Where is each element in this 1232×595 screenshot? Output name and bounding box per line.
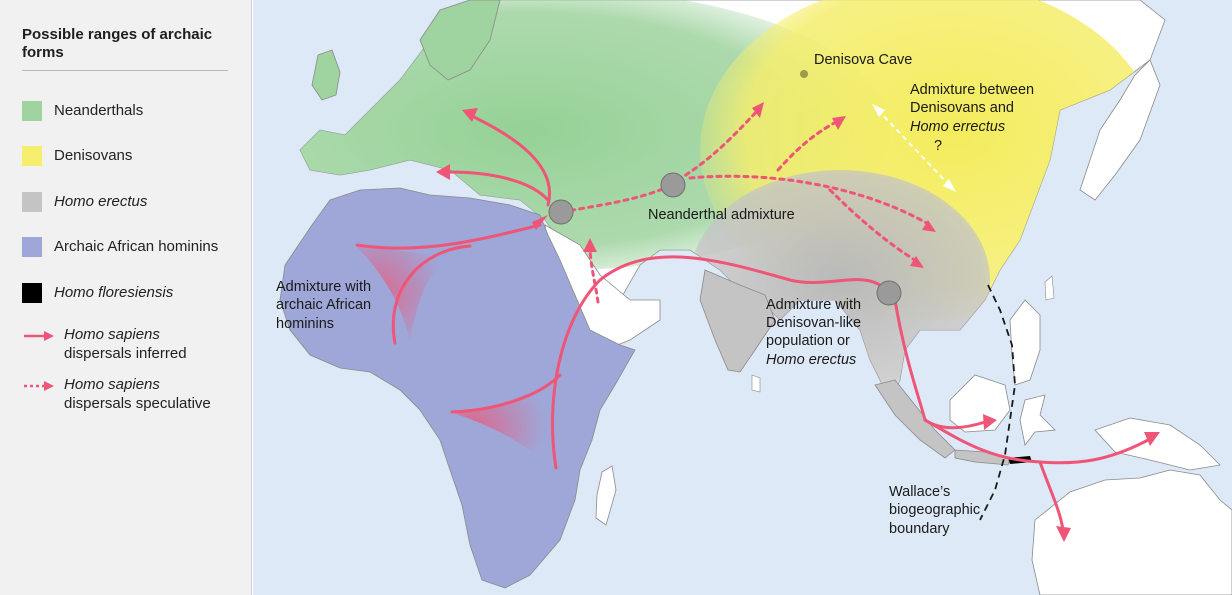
legend-label: Neanderthals bbox=[54, 102, 144, 119]
dispersal-arrow-speculative bbox=[688, 174, 932, 227]
question-mark-label: ? bbox=[934, 138, 942, 154]
borneo bbox=[949, 374, 1011, 433]
india-homo-erectus-range bbox=[699, 269, 776, 373]
denisovans-swatch bbox=[22, 146, 42, 166]
legend-panel: Possible ranges of archaic forms Neander… bbox=[0, 0, 252, 595]
legend-label: Homo sapiens bbox=[64, 326, 160, 343]
taiwan bbox=[1044, 275, 1055, 301]
denisovan-like-admixture-label: Denisovan-like bbox=[766, 315, 861, 331]
denisovan-like-admixture-label: Admixture with bbox=[766, 297, 861, 313]
arrowhead-icon bbox=[532, 215, 548, 230]
arrowhead-icon bbox=[583, 238, 597, 252]
legend-item-dispersals-inferred: Homo sapiens dispersals inferred bbox=[22, 326, 247, 366]
legend-label: dispersals inferred bbox=[64, 345, 187, 362]
dispersal-arrow-inferred bbox=[551, 255, 892, 470]
dispersal-arrow-inferred bbox=[391, 244, 472, 345]
sri-lanka bbox=[751, 374, 761, 393]
africa-archaic-african-range bbox=[279, 187, 636, 589]
homo-floresiensis-swatch bbox=[22, 283, 42, 303]
denisovan-like-admixture-label: population or bbox=[766, 333, 850, 349]
japan bbox=[1079, 59, 1161, 201]
arrowhead-icon bbox=[436, 164, 450, 180]
dispersal-arrow-speculative bbox=[676, 108, 760, 182]
archaic-african-swatch bbox=[22, 237, 42, 257]
denisovan-like-admixture-label: Homo erectus bbox=[766, 352, 856, 368]
legend-title: Possible ranges of archaic forms bbox=[22, 26, 213, 61]
dispersal-arrow-speculative bbox=[776, 118, 842, 172]
arrowhead-icon bbox=[943, 179, 956, 192]
dispersal-arrow-speculative bbox=[828, 188, 920, 264]
legend-label: Homo floresiensis bbox=[54, 284, 174, 301]
admixture-denisovan-erectus-label: Denisovans and bbox=[910, 100, 1014, 116]
arrowhead-icon bbox=[1144, 432, 1160, 446]
legend-item-archaic-african: Archaic African hominins bbox=[22, 235, 247, 259]
wallace-boundary-label: boundary bbox=[889, 521, 950, 537]
legend-label: Homo sapiens bbox=[64, 376, 160, 393]
arrowhead-icon bbox=[910, 256, 924, 268]
archaic-african-admixture-label: archaic African bbox=[276, 297, 371, 313]
admixture-marker-icon bbox=[548, 199, 574, 225]
denisova-cave-label: Denisova Cave bbox=[814, 52, 912, 68]
homo-erectus-swatch bbox=[22, 192, 42, 212]
legend-item-neanderthals: Neanderthals bbox=[22, 99, 247, 123]
legend-item-homo-floresiensis: Homo floresiensis bbox=[22, 281, 247, 305]
legend-item-homo-erectus: Homo erectus bbox=[22, 190, 247, 214]
arrowhead-icon bbox=[832, 116, 846, 130]
archaic-african-admixture-label: Admixture with bbox=[276, 279, 371, 295]
arrowhead-icon bbox=[872, 104, 885, 117]
dispersal-arrow-inferred bbox=[1038, 460, 1065, 532]
philippines bbox=[1009, 299, 1041, 386]
dispersal-arrow-inferred bbox=[446, 170, 550, 202]
britain bbox=[311, 49, 341, 101]
legend-item-denisovans: Denisovans bbox=[22, 144, 247, 168]
dispersal-arrow-inferred bbox=[355, 223, 542, 250]
scandinavia bbox=[419, 0, 501, 81]
madagascar bbox=[595, 465, 617, 526]
dispersal-arrow-inferred bbox=[468, 113, 552, 207]
legend-label: Denisovans bbox=[54, 147, 133, 164]
admixture-marker-icon bbox=[876, 280, 902, 306]
wallace-boundary-label: biogeographic bbox=[889, 502, 980, 518]
arrowhead-icon bbox=[983, 414, 997, 430]
denisova-cave-dot-icon bbox=[800, 70, 808, 78]
wallace-line bbox=[979, 284, 1016, 521]
arrowhead-icon bbox=[922, 220, 936, 232]
solid-arrow-icon bbox=[24, 331, 54, 341]
legend-divider bbox=[22, 70, 228, 71]
admixture-denisovan-erectus-label: Homo errectus bbox=[910, 119, 1005, 135]
sulawesi bbox=[1019, 394, 1056, 446]
dispersal-fan-east-africa bbox=[450, 385, 556, 470]
world-map: Denisova Cave Admixture between Denisova… bbox=[253, 0, 1232, 595]
neanderthal-admixture-label: Neanderthal admixture bbox=[648, 207, 795, 223]
legend-label: dispersals speculative bbox=[64, 395, 211, 412]
dispersal-arrow-inferred bbox=[450, 373, 562, 414]
wallace-boundary-label: Wallace’s bbox=[889, 484, 950, 500]
australia bbox=[1031, 469, 1232, 595]
dotted-arrow-icon bbox=[24, 381, 54, 391]
dispersal-arrow-inferred bbox=[893, 298, 987, 430]
legend-item-dispersals-speculative: Homo sapiens dispersals speculative bbox=[22, 376, 247, 416]
arrowhead-icon bbox=[1056, 526, 1071, 542]
legend-label: Archaic African hominins bbox=[54, 238, 219, 255]
admixture-denisovan-erectus-label: Admixture between bbox=[910, 82, 1034, 98]
admixture-marker-icon bbox=[660, 172, 686, 198]
arrowhead-icon bbox=[752, 102, 764, 118]
neanderthals-swatch bbox=[22, 101, 42, 121]
new-guinea bbox=[1094, 417, 1221, 471]
legend-label: Homo erectus bbox=[54, 193, 148, 210]
arrowhead-icon bbox=[462, 108, 478, 122]
archaic-african-admixture-label: hominins bbox=[276, 316, 334, 332]
dispersal-fan-west-africa bbox=[355, 245, 455, 340]
